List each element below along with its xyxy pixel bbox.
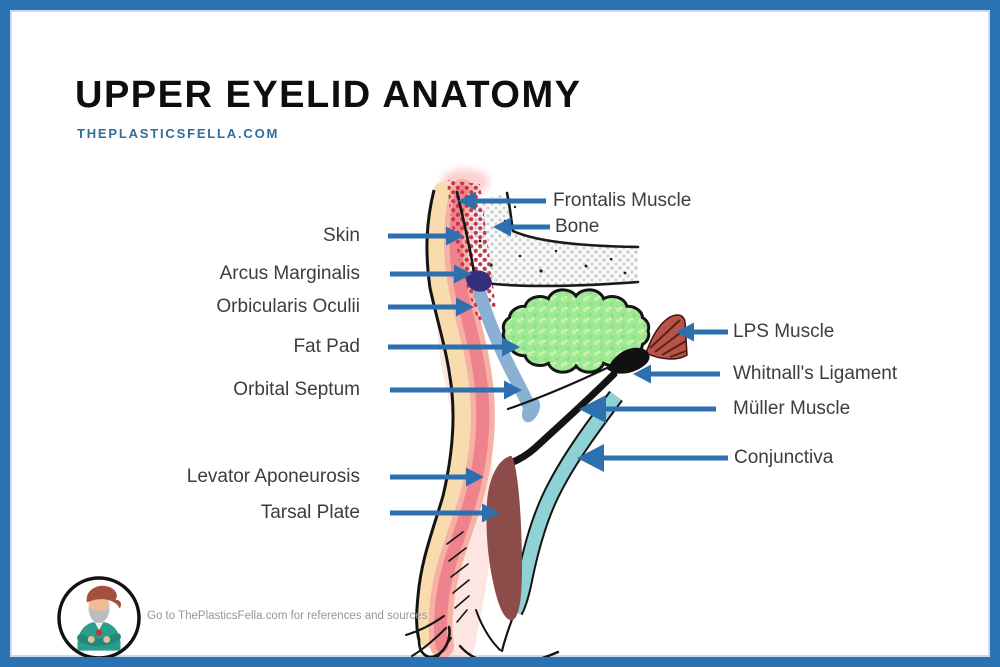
plastics-fella-avatar [57, 576, 141, 657]
bone-specks [478, 205, 627, 275]
tarsal-plate-shape [486, 455, 522, 621]
whitnalls-ligament-arrow [633, 364, 720, 384]
eyelid-diagram [388, 169, 728, 657]
orbital-septum-arrow [390, 380, 522, 400]
skin-layer [415, 169, 496, 657]
tarsal-plate-arrow [390, 503, 500, 523]
label-fat-pad: Fat Pad [293, 336, 360, 358]
fat-pad-arrow [388, 337, 520, 357]
muller-muscle-arrow [579, 395, 716, 423]
label-tarsal-plate: Tarsal Plate [260, 502, 360, 524]
orbital-septum-band [473, 286, 541, 423]
annotation-arrows [388, 191, 728, 523]
label-lps-muscle: LPS Muscle [733, 321, 835, 343]
lps-muscle-shape [645, 314, 688, 360]
label-levator-aponeurosis: Levator Aponeurosis [186, 466, 360, 488]
lps-muscle-arrow [676, 322, 728, 342]
label-arcus-marginalis: Arcus Marginalis [219, 263, 360, 285]
label-skin: Skin [323, 225, 360, 247]
label-orbital-septum: Orbital Septum [233, 379, 360, 401]
avatar-beard [88, 607, 110, 624]
avatar-collar [94, 622, 104, 631]
arcus-marginalis-node [466, 270, 492, 292]
label-bone: Bone [555, 216, 600, 238]
label-conjunctiva: Conjunctiva [734, 447, 834, 469]
levator-aponeurosis-arrow [390, 467, 484, 487]
label-muller-muscle: Müller Muscle [733, 398, 851, 420]
whitnalls-ligament-shape [607, 347, 650, 374]
levator-muller-lines [506, 365, 618, 467]
avatar-hand-left [87, 636, 95, 643]
page-title: UPPER EYELID ANATOMY [75, 74, 582, 116]
arcus-marginalis-arrow [390, 264, 472, 284]
avatar-hand-right [103, 636, 111, 643]
eyelash-strokes [405, 531, 560, 657]
conjunctiva-arrow [577, 444, 728, 472]
site-subtitle: THEPLASTICSFELLA.COM [77, 126, 280, 141]
frontalis-muscle-arrow [458, 191, 546, 211]
label-orbicularis-oculii: Orbicularis Oculii [216, 296, 360, 318]
fat-pad-shape [501, 288, 651, 374]
footer-note: Go to ThePlasticsFella.com for reference… [147, 610, 428, 622]
label-frontalis-muscle: Frontalis Muscle [553, 190, 692, 212]
avatar-arms [77, 633, 121, 647]
bone-arrow [493, 217, 550, 237]
avatar-hair [86, 585, 122, 609]
orbicularis-oculii-arrow [388, 297, 474, 317]
label-whitnalls-ligament: Whitnall's Ligament [733, 363, 898, 385]
avatar-red-item [95, 629, 103, 636]
skin-arrow [388, 226, 464, 246]
